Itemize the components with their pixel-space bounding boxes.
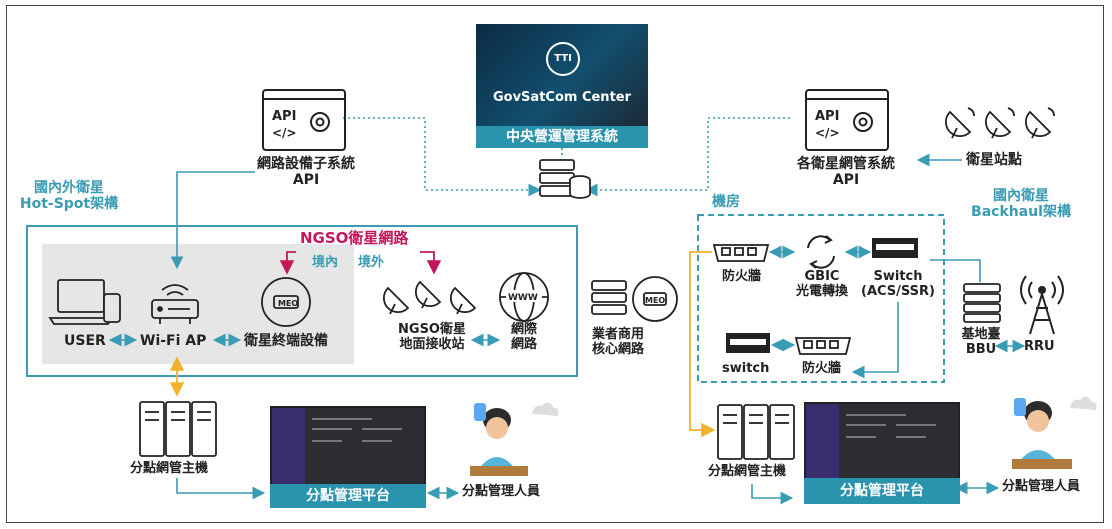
satellite-terminal-icon xyxy=(261,277,311,327)
host-label-left: 分點網管主機 xyxy=(130,461,209,476)
wifi-router-icon xyxy=(151,284,199,324)
meo-text-1: MEO xyxy=(278,299,298,308)
operator-person-icon-right xyxy=(1012,396,1097,469)
ngso-arrow-domestic xyxy=(279,251,296,275)
sat-station-label: 衛星站點 xyxy=(966,152,1022,168)
operator-label-left: 分點管理人員 xyxy=(462,484,541,499)
www-text: WWW xyxy=(508,293,538,303)
platform-caption-left: 分點管理平台 xyxy=(270,484,426,508)
switch-label: switch xyxy=(722,361,770,376)
central-ops-caption: 中央營運管理系統 xyxy=(476,126,648,148)
switch-acs-label: Switch(ACS/SSR) xyxy=(861,269,935,299)
govsatcom-banner: TTI GovSatCom Center xyxy=(476,24,648,126)
rru-tower-icon xyxy=(1020,275,1064,335)
host-server-icon-right xyxy=(717,404,795,460)
domestic-label: 境內 xyxy=(312,255,339,270)
svg-text:API: API xyxy=(272,109,296,124)
satellite-dish-icons xyxy=(944,107,1055,139)
switch-icon xyxy=(726,333,770,353)
ngso-dish-icons xyxy=(382,280,477,315)
platform-screen-right xyxy=(804,402,960,482)
link-host-platform-right xyxy=(751,484,794,505)
link-api-right-center xyxy=(584,117,790,197)
switch-acs-icon xyxy=(872,238,918,258)
core-net-label: 業者商用核心網路 xyxy=(591,327,644,357)
wifi-ap-label: Wi-Fi AP xyxy=(140,333,207,349)
link-switchacs-bbu xyxy=(930,259,981,282)
terminal-label: 衛星終端設備 xyxy=(244,333,328,349)
link-host-platform-left xyxy=(176,478,266,500)
laptop-phone-icon xyxy=(48,279,121,325)
ngso-network-label: NGSO衛星網路 xyxy=(300,229,409,247)
intl-net-label: 網際網路 xyxy=(510,322,537,352)
link-fw-host-right xyxy=(689,251,716,438)
overseas-label: 境外 xyxy=(358,255,385,270)
svg-text:</>: </> xyxy=(815,126,840,140)
svg-text:</>: </> xyxy=(272,126,297,140)
ngso-arrow-overseas xyxy=(420,251,442,275)
user-label: USER xyxy=(64,333,106,349)
link-switchacs-fw2 xyxy=(851,302,899,379)
firewall-icon-1 xyxy=(712,244,770,262)
platform-screen-left xyxy=(270,406,426,488)
ngso-ground-label: NGSO衛星地面接收站 xyxy=(398,322,466,352)
operator-label-right: 分點管理人員 xyxy=(1002,479,1081,494)
machine-room-box xyxy=(697,214,945,383)
hotspot-region-box xyxy=(26,225,578,377)
api-window-icon-left xyxy=(262,89,346,151)
firewall-label-1: 防火牆 xyxy=(722,269,762,284)
svg-text:API: API xyxy=(815,109,839,124)
govsatcom-title: GovSatCom Center xyxy=(492,90,632,105)
meo-text-2: MEO xyxy=(645,296,665,305)
firewall-icon-2 xyxy=(794,337,852,355)
host-server-icon-left xyxy=(139,401,217,457)
gbic-sync-icon xyxy=(807,235,835,269)
platform-caption-right: 分點管理平台 xyxy=(804,478,960,504)
api-window-icon-right xyxy=(805,89,889,151)
link-api-left-center xyxy=(343,117,542,197)
host-label-right: 分點網管主機 xyxy=(708,464,787,479)
link-api-wifi xyxy=(170,171,255,270)
firewall-label-2: 防火牆 xyxy=(802,361,842,376)
operator-person-icon-left xyxy=(470,402,559,476)
diagram-frame xyxy=(6,5,1104,523)
core-network-icon xyxy=(591,276,678,322)
bbu-icon xyxy=(963,283,1001,323)
rru-label: RRU xyxy=(1024,339,1055,354)
server-database-icon xyxy=(539,159,591,199)
tti-logo: TTI xyxy=(546,42,580,76)
machine-room-label: 機房 xyxy=(712,194,740,210)
